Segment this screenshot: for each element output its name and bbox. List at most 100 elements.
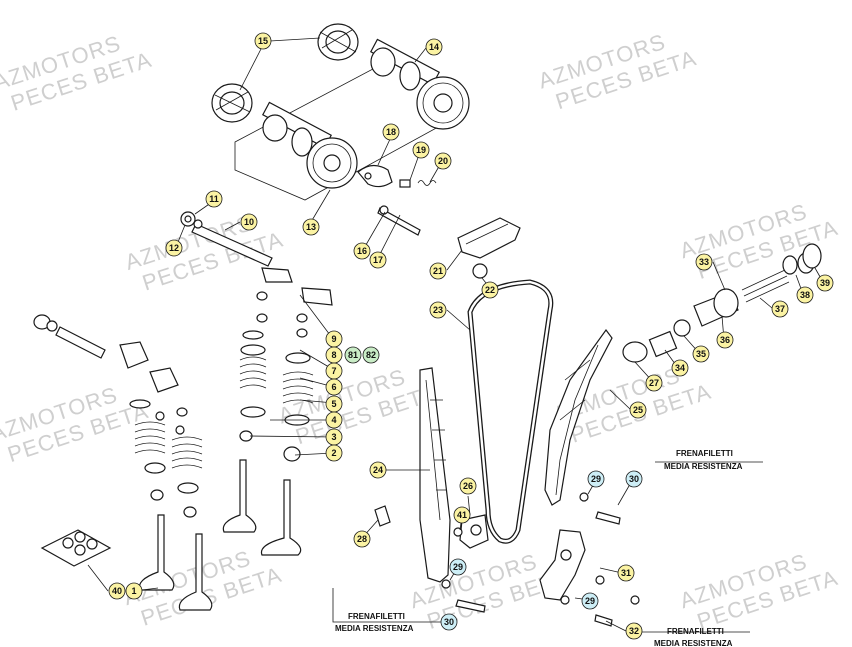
callout[interactable]: 29 [449,558,467,576]
svg-text:7: 7 [331,366,336,376]
guide-bracket-drawing [539,529,640,627]
callout[interactable]: 15 [254,32,272,50]
svg-text:16: 16 [357,246,367,256]
svg-text:3: 3 [331,432,336,442]
svg-text:28: 28 [357,534,367,544]
callout[interactable]: 30 [625,470,643,488]
callout[interactable]: 6 [325,378,343,396]
callout[interactable]: 9 [325,330,343,348]
callout[interactable]: 36 [716,331,734,349]
timing-chain-drawing [467,279,554,544]
callout[interactable]: 12 [165,239,183,257]
svg-text:34: 34 [675,363,685,373]
svg-text:27: 27 [649,378,659,388]
svg-text:25: 25 [633,405,643,415]
decompressor-pin [399,179,411,188]
threadlock-note-bottom-left: FRENAFILETTI MEDIA RESISTENZA [335,612,414,633]
hydraulic-tensioner-drawing [622,243,822,363]
callout[interactable]: 33 [695,253,713,271]
callout[interactable]: 34 [671,359,689,377]
threadlock-note-bottom-right: FRENAFILETTI MEDIA RESISTENZA [654,627,733,647]
callout[interactable]: 23 [429,301,447,319]
bearing-upper [317,23,359,61]
callout[interactable]: 32 [625,622,643,640]
chain-tensioner-pad-drawing [457,217,521,279]
svg-text:33: 33 [699,257,709,267]
callout[interactable]: 11 [205,190,223,208]
svg-text:10: 10 [244,217,254,227]
callout[interactable]: 21 [429,262,447,280]
callout[interactable]: 4 [325,411,343,429]
callout[interactable]: 30 [440,613,458,631]
svg-text:82: 82 [366,350,376,360]
spring-stack-right [239,291,314,462]
svg-text:32: 32 [629,626,639,636]
svg-text:24: 24 [373,465,383,475]
callout[interactable]: 27 [645,374,663,392]
callout[interactable]: 16 [353,242,371,260]
callout[interactable]: 13 [302,218,320,236]
svg-text:31: 31 [621,568,631,578]
note-line1: FRENAFILETTI [667,627,724,636]
callout[interactable]: 19 [412,141,430,159]
callout[interactable]: 38 [796,286,814,304]
note-line2: MEDIA RESISTENZA [664,462,743,471]
svg-text:11: 11 [209,194,219,204]
callout[interactable]: 41 [453,506,471,524]
callout[interactable]: 29 [581,592,599,610]
callout[interactable]: 40 [108,582,126,600]
callout[interactable]: 37 [771,300,789,318]
note-line1: FRENAFILETTI [676,449,733,458]
callout[interactable]: 39 [816,274,834,292]
callout[interactable]: 3 [325,428,343,446]
callout[interactable]: 2 [325,444,343,462]
callout[interactable]: 31 [617,564,635,582]
callout[interactable]: 26 [459,477,477,495]
svg-text:20: 20 [438,156,448,166]
svg-text:37: 37 [775,304,785,314]
svg-text:2: 2 [331,448,336,458]
note-line1: FRENAFILETTI [348,612,405,621]
callout[interactable]: 17 [369,251,387,269]
callout[interactable]: 28 [353,530,371,548]
callout[interactable]: 25 [629,401,647,419]
callout[interactable]: 22 [481,281,499,299]
decompressor-shaft [377,207,421,236]
camshaft-exhaust [369,38,470,130]
note-line2: MEDIA RESISTENZA [335,624,414,633]
svg-text:8: 8 [331,350,336,360]
camshaft-assembly-drawing [211,23,470,236]
svg-text:14: 14 [429,42,439,52]
svg-text:19: 19 [416,145,426,155]
svg-text:40: 40 [112,586,122,596]
bearing-lower [211,83,253,123]
callout-layer: 15 14 18 19 20 13 16 17 11 10 12 21 22 2… [108,32,834,640]
svg-text:6: 6 [331,382,336,392]
svg-text:13: 13 [306,222,316,232]
callout[interactable]: 18 [382,123,400,141]
svg-text:18: 18 [386,127,396,137]
decompressor-weight [357,164,393,188]
svg-text:21: 21 [433,266,443,276]
svg-text:9: 9 [331,334,336,344]
callout[interactable]: 14 [425,38,443,56]
callout[interactable]: 10 [240,213,258,231]
callout[interactable]: 24 [369,461,387,479]
svg-text:17: 17 [373,255,383,265]
callout[interactable]: 20 [434,152,452,170]
svg-text:29: 29 [585,596,595,606]
callout[interactable]: 8 [325,346,343,364]
svg-text:4: 4 [331,415,336,425]
svg-text:29: 29 [453,562,463,572]
callout[interactable]: 7 [325,362,343,380]
callout[interactable]: 1 [125,582,143,600]
shim-kit [40,529,112,567]
callout[interactable]: 29 [587,470,605,488]
callout[interactable]: 81 [344,346,362,364]
spring-stack-left [129,399,203,518]
callout[interactable]: 82 [362,346,380,364]
svg-text:35: 35 [696,349,706,359]
callout[interactable]: 35 [692,345,710,363]
callout[interactable]: 5 [325,395,343,413]
